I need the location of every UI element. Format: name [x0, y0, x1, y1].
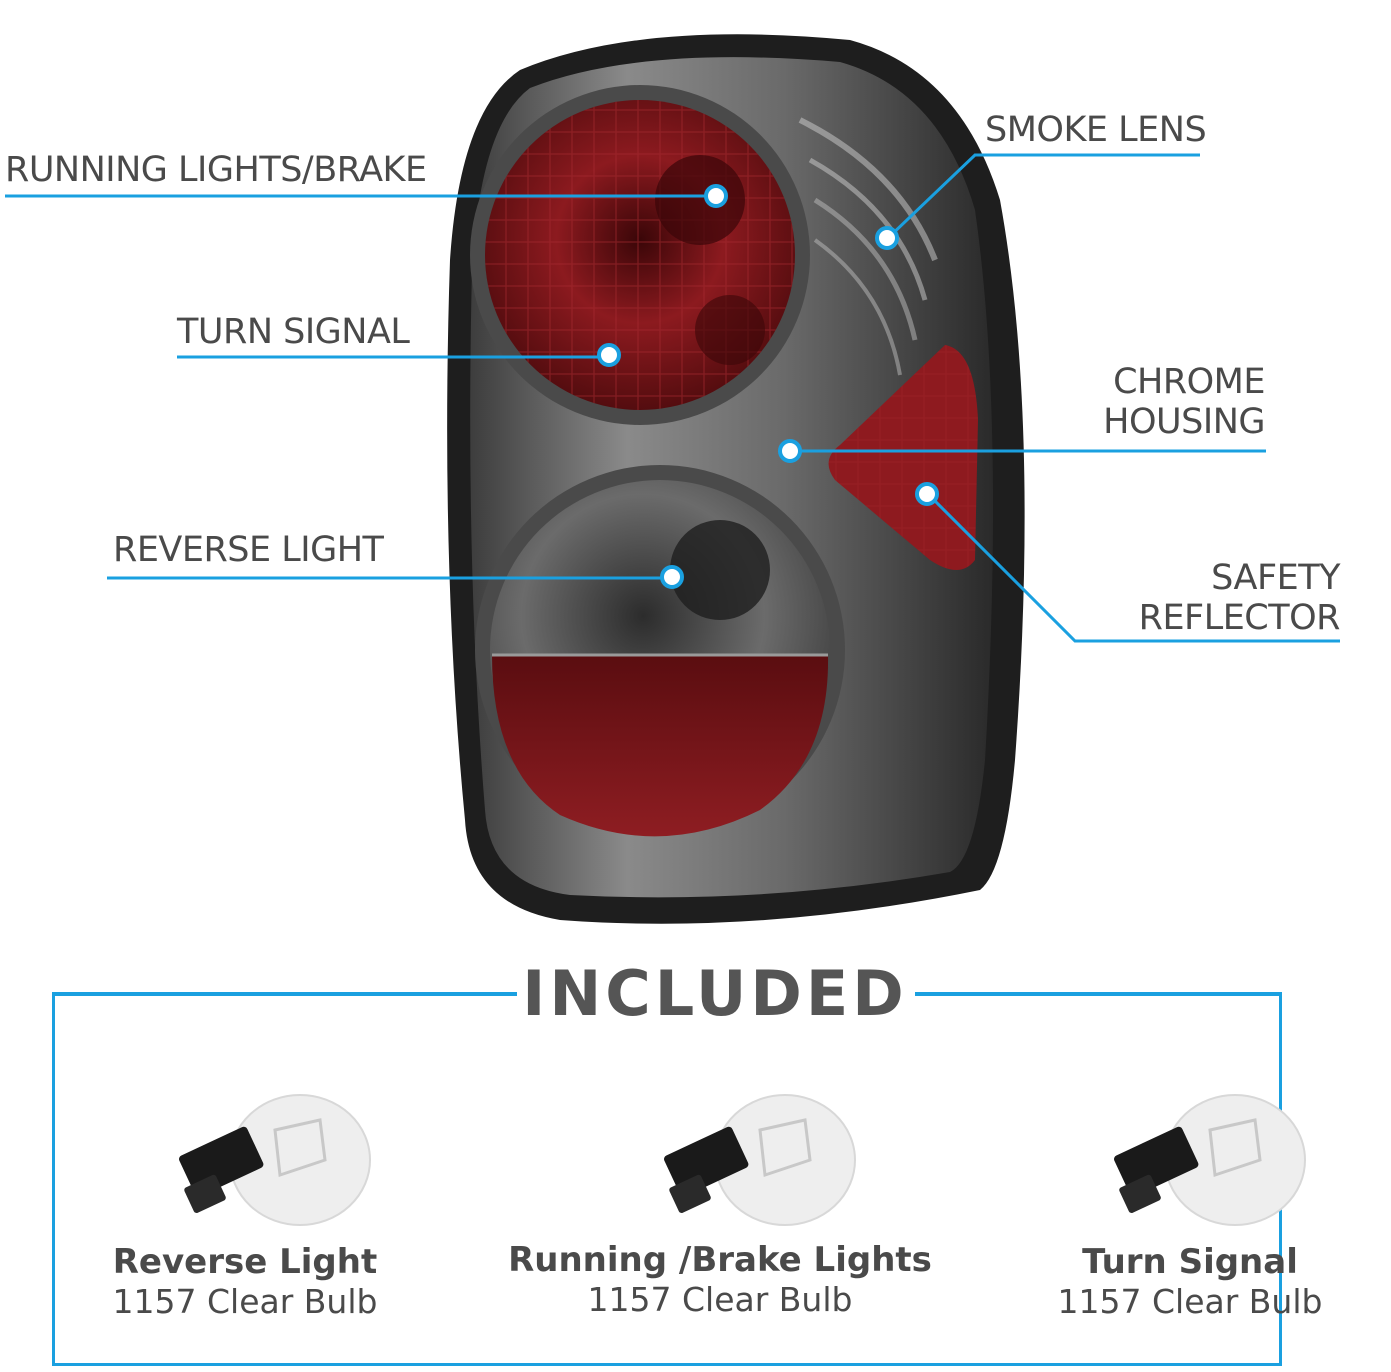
- callout-line-safety-reflector: [926, 492, 1340, 643]
- bulb-spec: 1157 Clear Bulb: [1057, 1282, 1323, 1321]
- bulb-name: Running /Brake Lights: [508, 1240, 932, 1280]
- bulb-reverse-light: [179, 1094, 371, 1226]
- label-running-brake: RUNNING LIGHTS/BRAKE: [5, 150, 427, 190]
- included-box-top-left: [52, 992, 517, 996]
- label-reverse-light: REVERSE LIGHT: [113, 530, 384, 570]
- included-title: INCLUDED: [522, 957, 908, 1030]
- label-safety-reflector-line2: REFLECTOR: [1138, 598, 1341, 638]
- bulb-spec: 1157 Clear Bulb: [587, 1280, 853, 1319]
- callout-dot-running-brake: [704, 184, 728, 208]
- callout-line-smoke-lens: [886, 153, 1200, 240]
- callout-dot-reverse-light: [660, 565, 684, 589]
- bulb-running-brake: [664, 1094, 856, 1226]
- callout-dot-smoke-lens: [875, 226, 899, 250]
- bulb-spec: 1157 Clear Bulb: [112, 1282, 378, 1321]
- lower-red-lens: [492, 655, 829, 837]
- bulb-name: Turn Signal: [1082, 1242, 1298, 1282]
- bulb-caption-turn-signal: Turn Signal 1157 Clear Bulb: [1040, 1242, 1340, 1322]
- label-smoke-lens: SMOKE LENS: [985, 110, 1207, 150]
- label-chrome-housing-line1: CHROME: [1113, 362, 1265, 402]
- bulb-name: Reverse Light: [112, 1242, 378, 1282]
- label-turn-signal: TURN SIGNAL: [177, 312, 410, 352]
- bulb-turn-signal: [1114, 1094, 1306, 1226]
- smoke-lens-ribs: [798, 117, 938, 376]
- callout-dot-turn-signal: [597, 343, 621, 367]
- callout-dot-chrome-housing: [778, 439, 802, 463]
- bulb-caption-reverse-light: Reverse Light 1157 Clear Bulb: [95, 1242, 395, 1322]
- included-box-top-right: [915, 992, 1282, 996]
- label-safety-reflector-line1: SAFETY: [1211, 558, 1340, 598]
- bulb-caption-running-brake: Running /Brake Lights 1157 Clear Bulb: [505, 1240, 935, 1320]
- label-chrome-housing-line2: HOUSING: [1103, 402, 1265, 442]
- callout-dot-safety-reflector: [915, 482, 939, 506]
